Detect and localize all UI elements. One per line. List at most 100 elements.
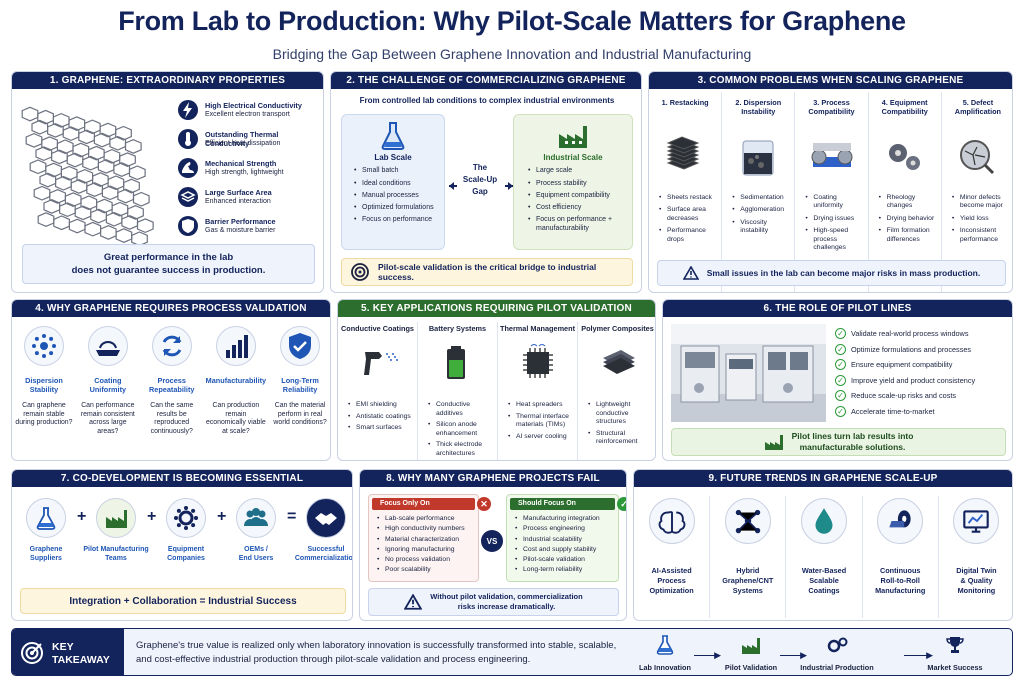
takeaway-line: Graphene's true value is realized only w… bbox=[136, 640, 617, 651]
partner-item: OEMs /End Users bbox=[230, 498, 282, 564]
coating-icon bbox=[87, 326, 128, 366]
takeaway-line: and cost-effective industrial production… bbox=[136, 654, 531, 666]
section-pilot-lines: 6. THE ROLE OF PILOT LINES ✓Validate rea… bbox=[662, 299, 1013, 461]
should-focus-title: Should Focus On ✓ bbox=[510, 497, 626, 511]
section-header: 1. GRAPHENE: EXTRAORDINARY PROPERTIES bbox=[12, 72, 323, 89]
application-list: Heat spreadersThermal interface material… bbox=[498, 393, 577, 441]
target-icon bbox=[351, 263, 369, 281]
label-line: Optimization bbox=[649, 585, 694, 595]
label-line: & Quality bbox=[960, 575, 993, 585]
label-line: KEY bbox=[52, 641, 74, 653]
label-line: Graphene bbox=[29, 546, 63, 553]
application-column: Thermal ManagementHeat spreadersThermal … bbox=[497, 322, 577, 460]
list-item: Surface area decreases bbox=[659, 206, 717, 223]
plus-sign: + bbox=[77, 508, 87, 525]
vs-badge: VS bbox=[481, 530, 503, 552]
benefit-text: Accelerate time-to-market bbox=[851, 406, 935, 416]
application-list: Lightweight conductive structuresStructu… bbox=[578, 393, 655, 446]
section-header: 4. WHY GRAPHENE REQUIRES PROCESS VALIDAT… bbox=[12, 300, 330, 317]
section-header: 2. THE CHALLENGE OF COMMERCIALIZING GRAP… bbox=[331, 72, 641, 89]
list-item: Focus on performance + manufacturability bbox=[528, 216, 628, 234]
label-line: Digital Twin bbox=[956, 566, 997, 575]
list-item: Manufacturing integration bbox=[515, 515, 618, 524]
list-item: Conductive additives bbox=[428, 401, 495, 418]
shield-check-icon bbox=[280, 326, 321, 366]
problem-list: Rheology changesDrying behaviorFilm form… bbox=[869, 188, 941, 244]
note-line: Great performance in the lab bbox=[103, 252, 234, 263]
flow-label: Pilot Validation bbox=[724, 663, 778, 672]
problem-list: Coating uniformityDrying issuesHigh-spee… bbox=[795, 188, 867, 253]
flow-arrow: ▶ bbox=[780, 650, 807, 660]
page-title: From Lab to Production: Why Pilot-Scale … bbox=[118, 6, 906, 36]
focus-only-title: Focus Only On ✕ bbox=[372, 497, 491, 511]
label-line: Commercialization bbox=[294, 554, 353, 562]
flask-icon bbox=[622, 633, 708, 657]
problem-list: Minor defects become majorYield lossInco… bbox=[942, 188, 1012, 244]
list-item: Lightweight conductive structures bbox=[588, 401, 655, 426]
section-applications: 5. KEY APPLICATIONS REQUIRING PILOT VALI… bbox=[337, 299, 656, 461]
list-item: Thick electrode architectures bbox=[428, 441, 495, 458]
validation-title: Coating Uniformity bbox=[89, 376, 127, 395]
application-column: Conductive CoatingsEMI shieldingAntistat… bbox=[338, 322, 417, 460]
dispersion-icon bbox=[23, 326, 64, 366]
list-item: Antistatic coatings bbox=[348, 413, 415, 422]
problem-illustration bbox=[722, 126, 794, 188]
section-header: 9. FUTURE TRENDS IN GRAPHENE SCALE-UP bbox=[634, 470, 1012, 487]
risk-note: Small issues in the lab can become major… bbox=[657, 260, 1006, 286]
note-line: manufacturable solutions. bbox=[799, 442, 906, 452]
label-line: OEMs / bbox=[244, 546, 268, 553]
pilot-benefit-item: ✓Accelerate time-to-market bbox=[835, 405, 1011, 422]
application-title: Battery Systems bbox=[428, 324, 487, 333]
label-line: Teams bbox=[105, 554, 127, 562]
list-item: Industrial scalability bbox=[515, 536, 618, 545]
factory-icon bbox=[708, 633, 794, 657]
thermometer-icon bbox=[178, 129, 198, 149]
flask-icon bbox=[26, 498, 66, 538]
list-item: Agglomeration bbox=[732, 206, 790, 215]
problem-title: 1. Restacking bbox=[661, 98, 709, 107]
label-line: Scalable bbox=[809, 575, 839, 585]
validation-question: Can performance remain consistent across… bbox=[80, 402, 135, 435]
application-column: Battery SystemsConductive additivesSilic… bbox=[417, 322, 497, 460]
problem-illustration bbox=[649, 126, 721, 188]
list-item: Coating uniformity bbox=[805, 194, 863, 211]
list-item: Equipment compatibility bbox=[528, 192, 628, 201]
check-icon: ✓ bbox=[835, 374, 846, 386]
composite-sheet-icon bbox=[578, 333, 655, 393]
list-item: Material characterization bbox=[377, 536, 478, 545]
bridge-note: Pilot-scale validation is the critical b… bbox=[341, 258, 633, 286]
validation-title: Process Repeatability bbox=[149, 376, 195, 395]
industrial-scale-card: Industrial Scale Large scaleProcess stab… bbox=[513, 114, 633, 250]
note-line: Pilot lines turn lab results into bbox=[791, 430, 914, 441]
flask-icon bbox=[342, 119, 444, 153]
label-line: Process bbox=[657, 575, 686, 585]
list-item: Process stability bbox=[528, 180, 628, 189]
x-icon: ✕ bbox=[477, 497, 491, 511]
list-item: Cost and supply stability bbox=[515, 546, 618, 555]
benefit-text: Optimize formulations and processes bbox=[851, 344, 972, 354]
problem-title: 5. Defect Amplification bbox=[954, 98, 1002, 117]
scale-up-gap-label: The Scale-Up Gap bbox=[457, 162, 503, 198]
lightning-icon bbox=[178, 100, 198, 120]
list-item: Yield loss bbox=[952, 215, 1010, 224]
flow-arrow: ▶ bbox=[694, 650, 721, 660]
section-challenge: 2. THE CHALLENGE OF COMMERCIALIZING GRAP… bbox=[330, 71, 642, 293]
list-item: Ignoring manufacturing bbox=[377, 546, 478, 555]
failure-note: Without pilot validation, commercializat… bbox=[368, 588, 619, 616]
should-focus-card: Should Focus On ✓ Manufacturing integrat… bbox=[506, 494, 626, 582]
validation-title: Manufacturability bbox=[205, 376, 267, 385]
trophy-icon bbox=[912, 633, 998, 657]
